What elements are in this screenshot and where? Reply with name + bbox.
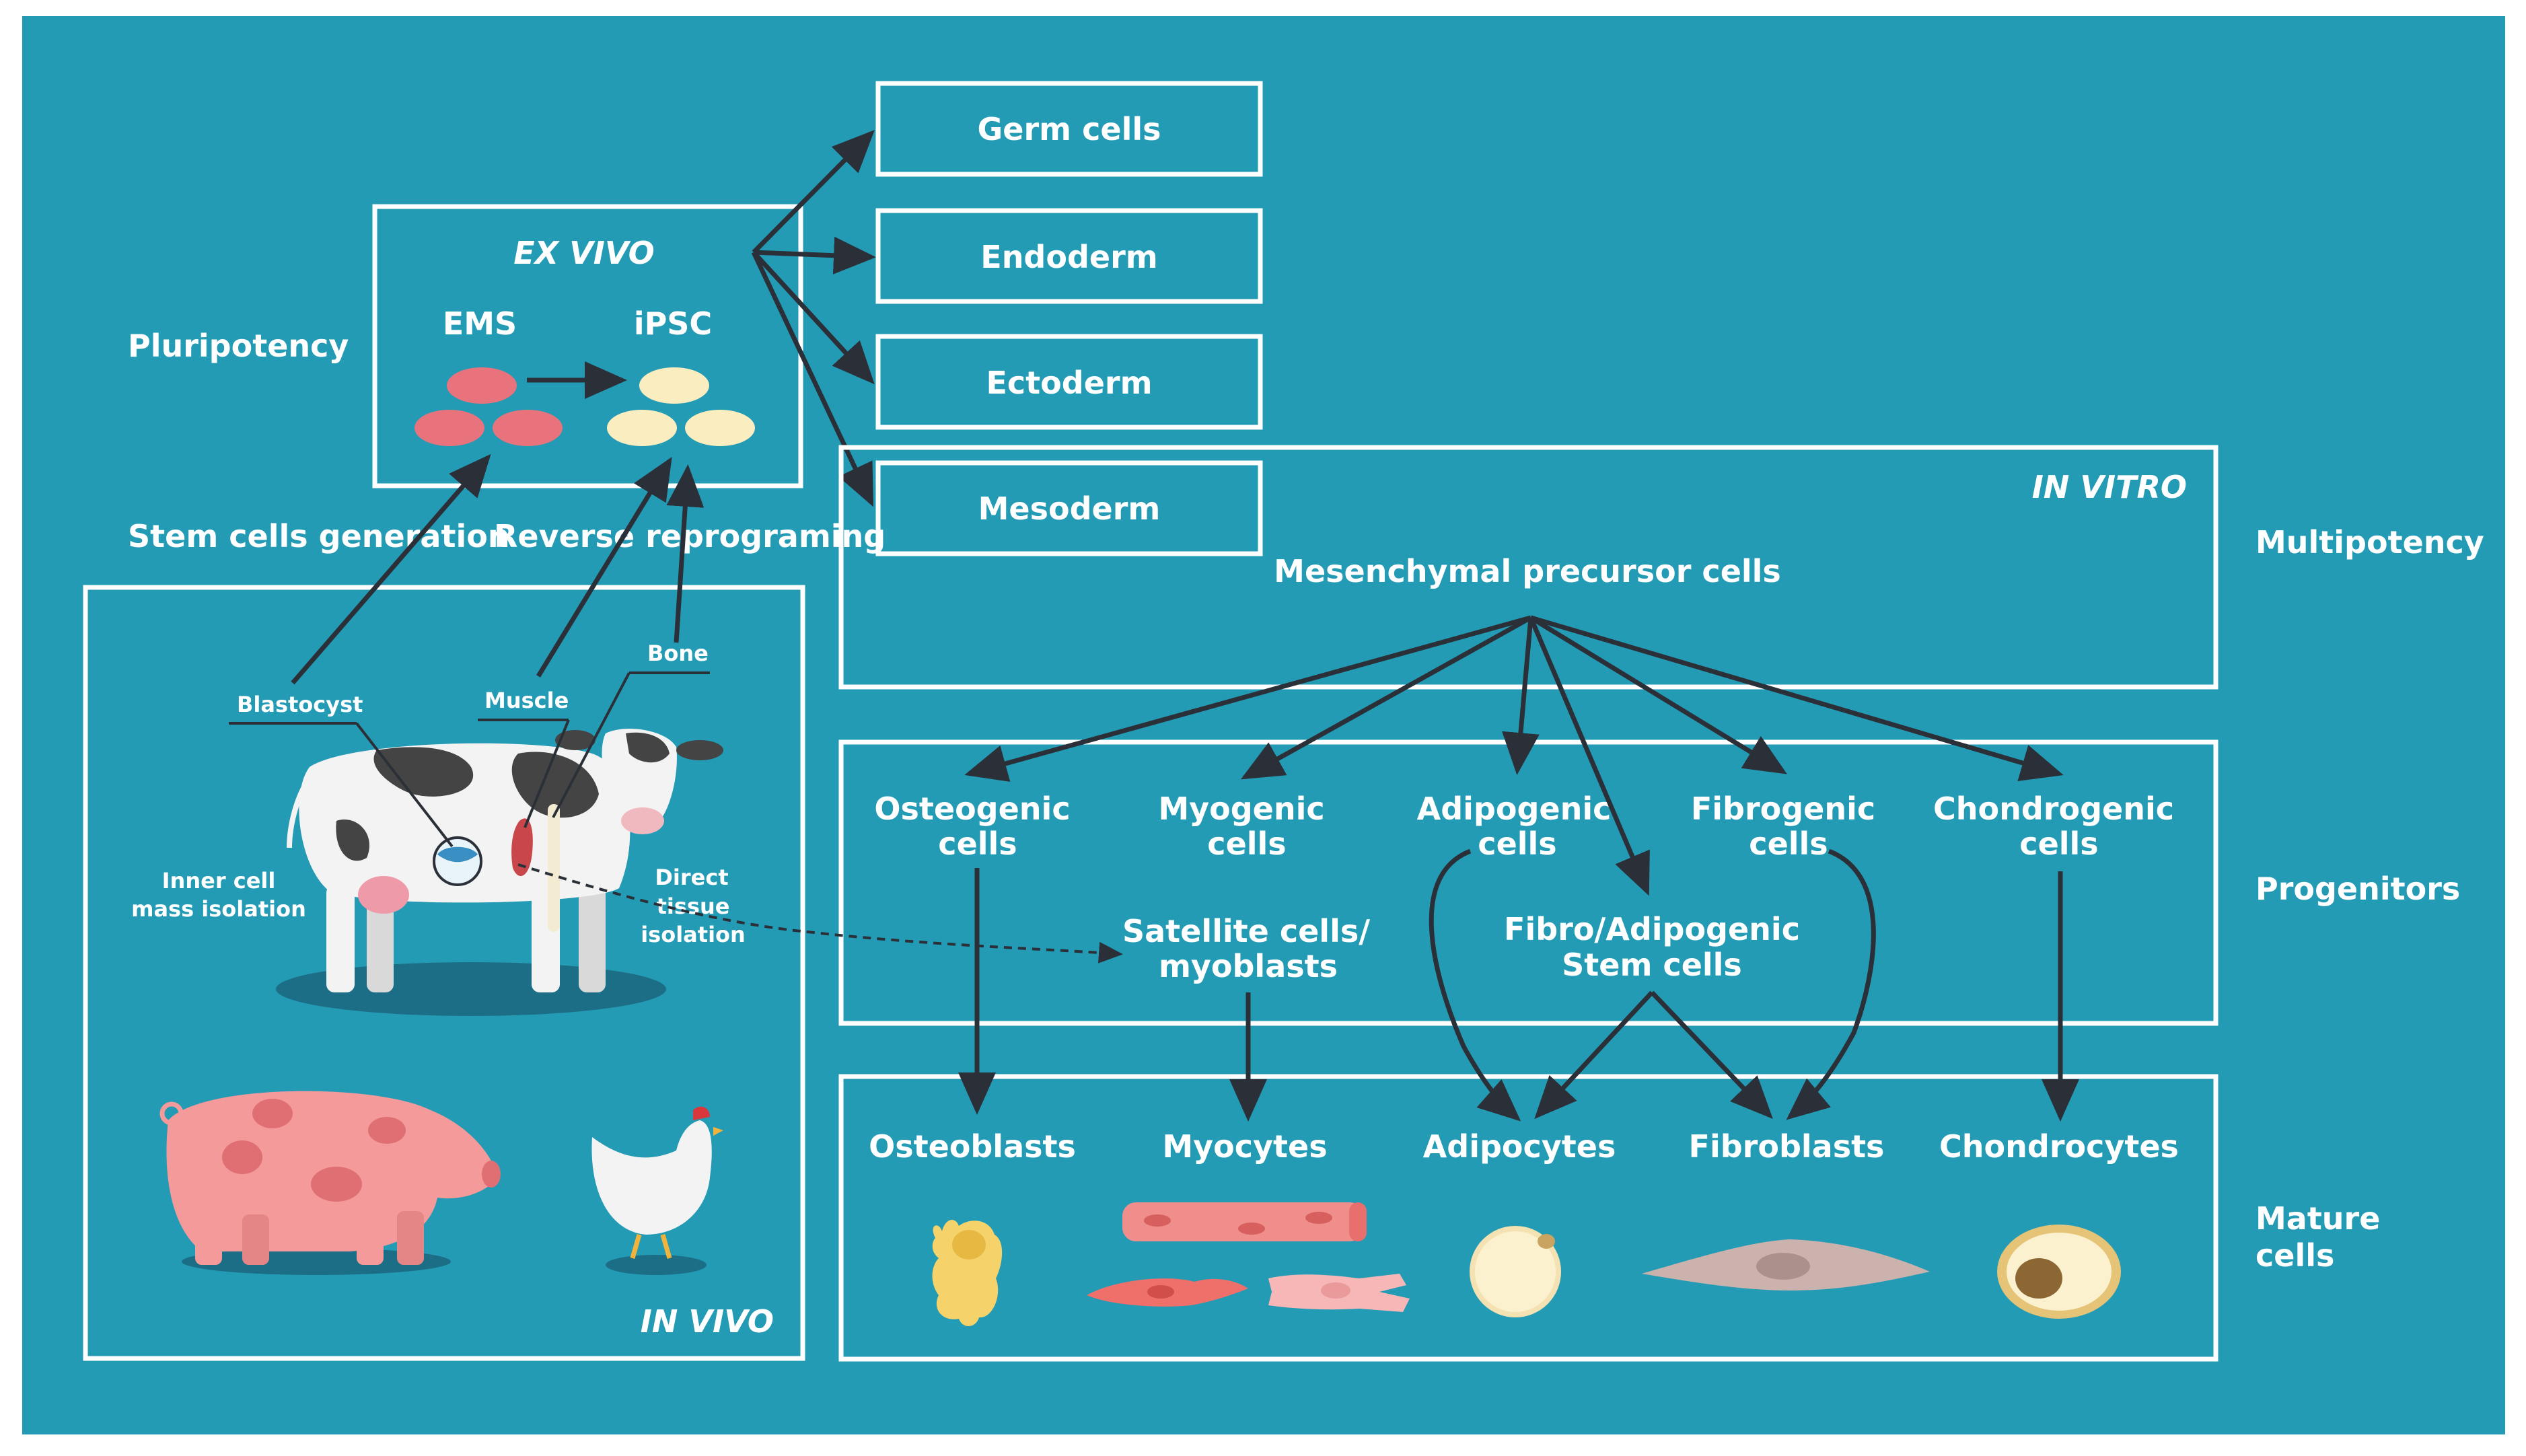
direct-isolation-label: Direct (655, 865, 728, 890)
fap-label: Fibro/Adipogenic (1504, 911, 1800, 947)
fibrogenic-label-line2: cells (1749, 826, 1828, 862)
inner-cell-mass-icon (437, 846, 478, 863)
ems-cell (414, 410, 484, 446)
osteogenic-label-line2: cells (938, 826, 1017, 862)
ex-vivo-box: EX VIVO EMS iPSC (372, 204, 803, 488)
ems-cell (493, 410, 563, 446)
multipotency-label: Multipotency (2256, 524, 2484, 560)
ipsc-cell (639, 367, 709, 404)
mesenchymal-label: Mesenchymal precursor cells (1274, 553, 1781, 589)
bone-icon (548, 804, 560, 932)
reverse-reprograming-label: Reverse reprograming (494, 518, 886, 554)
osteoblasts-label: Osteoblasts (869, 1128, 1076, 1165)
germ-cells-box: Germ cells (875, 81, 1263, 177)
ectoderm-box: Ectoderm (875, 334, 1263, 430)
fibroblasts-label: Fibroblasts (1689, 1128, 1885, 1165)
myoblast-nucleus-icon (1321, 1282, 1350, 1299)
mature-cells-label-line1: Mature (2256, 1200, 2380, 1237)
chondrocytes-label: Chondrocytes (1939, 1128, 2179, 1165)
mesenchymal-branch-arrows (964, 615, 2064, 896)
fibrogenic-label: Fibrogenic (1691, 791, 1875, 827)
chicken-illustration (591, 1106, 723, 1275)
myocytes-label: Myocytes (1162, 1128, 1327, 1165)
svg-text:Mesoderm: Mesoderm (978, 490, 1161, 527)
inner-cell-label-line2: mass isolation (131, 896, 306, 922)
bone-callout-line (552, 672, 630, 818)
svg-text:Endoderm: Endoderm (980, 239, 1157, 275)
fibroblast-nucleus-icon (1756, 1253, 1810, 1280)
direct-isolation-label-line3: isolation (641, 922, 746, 947)
muscle-callout-line (524, 719, 570, 828)
ems-cell (447, 367, 517, 404)
chondrogenic-label-line2: cells (2019, 826, 2098, 862)
ex-vivo-title: EX VIVO (513, 235, 655, 271)
in-vivo-box: IN VIVO (83, 585, 805, 1361)
mature-cells-label-line2: cells (2256, 1237, 2334, 1274)
ipsc-cell (607, 410, 677, 446)
myotube-end-icon (1349, 1202, 1367, 1241)
fap-label-line2: Stem cells (1562, 947, 1742, 983)
myotube-nucleus-icon (1305, 1212, 1332, 1224)
blastocyst-label: Blastocyst (237, 692, 363, 717)
osteoblast-nucleus-icon (952, 1230, 986, 1260)
mesoderm-box: Mesoderm (875, 460, 1263, 556)
in-vitro-box: IN VITRO Mesenchymal precursor cells (838, 445, 2218, 690)
adipogenic-label-line2: cells (1478, 826, 1556, 862)
ipsc-label: iPSC (634, 305, 712, 342)
maturation-arrows (958, 848, 2079, 1122)
progenitors-box: Osteogenic cells Myogenic cells Adipogen… (838, 739, 2218, 1026)
osteogenic-label: Osteogenic (874, 791, 1070, 827)
chondrogenic-label: Chondrogenic (1933, 791, 2174, 827)
chondrocyte-nucleus-icon (2015, 1258, 2062, 1299)
endoderm-box: Endoderm (875, 208, 1263, 304)
satellite-cells-label-line2: myoblasts (1159, 948, 1338, 984)
muscle-icon (511, 818, 533, 876)
myogenic-label: Myogenic (1158, 791, 1324, 827)
myoblast-nucleus-icon (1147, 1285, 1174, 1299)
myotube-icon (1122, 1202, 1363, 1241)
blastocyst-callout-line (355, 722, 454, 848)
adipocytes-label: Adipocytes (1423, 1128, 1616, 1165)
adipogenic-label: Adipogenic (1417, 791, 1612, 827)
direct-isolation-label-line2: tissue (657, 894, 730, 919)
ems-label: EMS (443, 305, 517, 342)
svg-text:Ectoderm: Ectoderm (986, 365, 1152, 401)
stem-cells-generation-label: Stem cells generation (128, 518, 510, 554)
myotube-nucleus-icon (1238, 1223, 1265, 1235)
ex-vivo-branch-arrows (751, 130, 876, 507)
muscle-label: Muscle (484, 688, 569, 713)
myogenic-label-line2: cells (1207, 826, 1286, 862)
progenitors-label: Progenitors (2256, 871, 2460, 907)
mature-cells-box: Osteoblasts Myocytes Adipocytes Fibrobla… (838, 1074, 2218, 1362)
adipocyte-inner-icon (1475, 1231, 1556, 1312)
svg-text:Germ cells: Germ cells (978, 111, 1161, 147)
pig-illustration (159, 1091, 501, 1275)
satellite-cells-label: Satellite cells/ (1122, 913, 1370, 949)
direct-isolation-dashed-arrow (517, 863, 1123, 963)
cow-illustration (276, 728, 723, 1016)
myotube-nucleus-icon (1144, 1214, 1171, 1227)
in-vitro-title: IN VITRO (2032, 469, 2187, 505)
adipocyte-nucleus-icon (1538, 1234, 1555, 1249)
pluripotency-label: Pluripotency (128, 328, 349, 364)
inner-cell-label: Inner cell (162, 868, 276, 894)
ipsc-cell (685, 410, 755, 446)
bone-label: Bone (647, 641, 709, 666)
in-vivo-title: IN VIVO (641, 1303, 774, 1340)
source-arrows (291, 453, 705, 685)
